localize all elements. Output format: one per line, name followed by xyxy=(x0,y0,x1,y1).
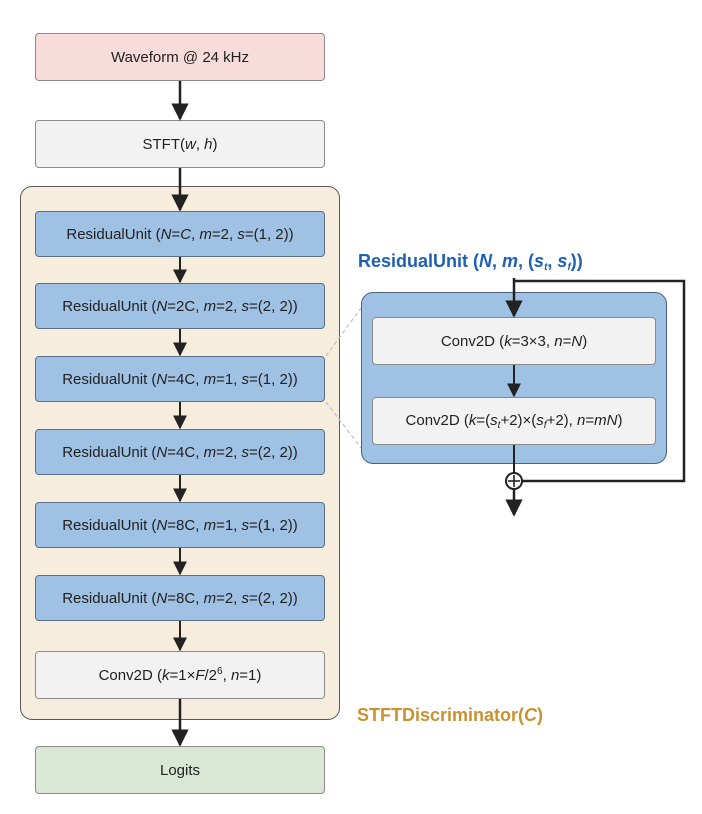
skip-connection xyxy=(514,279,686,483)
residual-unit-6: ResidualUnit (N=8C, m=2, s=(2, 2)) xyxy=(35,575,325,621)
final-conv2d-label: Conv2D (k=1×F/26, n=1) xyxy=(98,666,262,684)
residual-unit-2: ResidualUnit (N=2C, m=2, s=(2, 2)) xyxy=(35,283,325,329)
logits-output-label: Logits xyxy=(159,761,201,779)
detail-conv2d-2-label: Conv2D (k=(st+2)×(sf+2), n=mN) xyxy=(405,411,623,431)
final-conv2d-node: Conv2D (k=1×F/26, n=1) xyxy=(35,651,325,699)
detail-conv2d-1-label: Conv2D (k=3×3, n=N) xyxy=(440,332,588,350)
residual-unit-2-label: ResidualUnit (N=2C, m=2, s=(2, 2)) xyxy=(62,297,298,315)
detail-conv2d-1-node: Conv2D (k=3×3, n=N) xyxy=(372,317,656,365)
zoom-guide-bottom xyxy=(325,401,362,449)
stft-discriminator-title: STFTDiscriminator(C) xyxy=(357,705,544,725)
residual-unit-6-label: ResidualUnit (N=8C, m=2, s=(2, 2)) xyxy=(62,589,298,607)
residual-unit-4-label: ResidualUnit (N=4C, m=2, s=(2, 2)) xyxy=(62,443,298,461)
residual-unit-1-label: ResidualUnit (N=C, m=2, s=(1, 2)) xyxy=(66,225,294,243)
waveform-input-node: Waveform @ 24 kHz xyxy=(35,33,325,81)
residual-unit-5: ResidualUnit (N=8C, m=1, s=(1, 2)) xyxy=(35,502,325,548)
logits-output-node: Logits xyxy=(35,746,325,794)
waveform-input-label: Waveform @ 24 kHz xyxy=(110,48,250,66)
residual-unit-5-label: ResidualUnit (N=8C, m=1, s=(1, 2)) xyxy=(62,516,298,534)
stft-node: STFT(w, h) xyxy=(35,120,325,168)
residual-unit-3-label: ResidualUnit (N=4C, m=1, s=(1, 2)) xyxy=(62,370,298,388)
residual-unit-3: ResidualUnit (N=4C, m=1, s=(1, 2)) xyxy=(35,356,325,402)
residual-unit-1: ResidualUnit (N=C, m=2, s=(1, 2)) xyxy=(35,211,325,257)
sum-node xyxy=(505,472,523,490)
detail-conv2d-2-node: Conv2D (k=(st+2)×(sf+2), n=mN) xyxy=(372,397,656,445)
residual-unit-detail-title: ResidualUnit (N, m, (st, sf)) xyxy=(358,251,583,273)
zoom-guide-top xyxy=(325,307,362,357)
residual-unit-4: ResidualUnit (N=4C, m=2, s=(2, 2)) xyxy=(35,429,325,475)
stft-label: STFT(w, h) xyxy=(142,135,218,153)
